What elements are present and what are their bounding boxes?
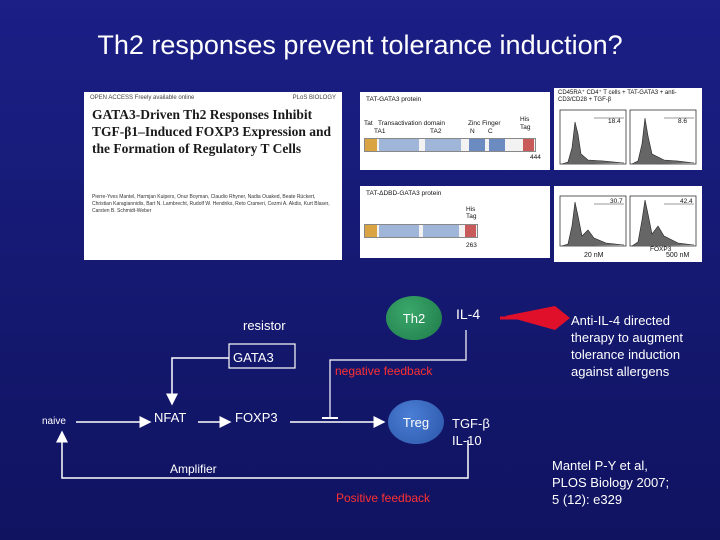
positive-feedback-label: Positive feedback <box>336 491 431 505</box>
protein-schematic-a: TAT-GATA3 protein Tat Transactivation do… <box>360 92 550 170</box>
protein-a-length: 444 <box>530 154 541 161</box>
hist-a-box-2 <box>629 109 697 165</box>
citation-line-2: PLOS Biology 2007; <box>552 475 670 490</box>
il4-label: IL-4 <box>456 306 481 322</box>
domain-zinc-finger: Zinc Finger <box>468 120 501 127</box>
foxp3-label: FOXP3 <box>235 410 278 425</box>
protein-schematic-b: TAT-ΔDBD-GATA3 protein His Tag 263 <box>360 186 550 258</box>
th2-label: Th2 <box>402 310 426 326</box>
positive-feedback-loop <box>56 430 469 479</box>
anti-il4-red-arrow <box>505 306 570 330</box>
nfat-label: NFAT <box>154 410 187 425</box>
domain-tat: Tat <box>364 120 373 127</box>
treg-cell: Treg <box>388 400 444 444</box>
histogram-b: 30.7 42.4 FOXP3 20 nM 500 nM <box>554 186 702 262</box>
negative-feedback-label: negative feedback <box>335 364 433 378</box>
ta1-block <box>379 139 419 151</box>
negative-feedback-line <box>329 330 467 418</box>
hist-a-value-1: 18.4 <box>608 118 621 125</box>
paper-title: GATA3-Driven Th2 Responses Inhibit TGF-β… <box>92 107 332 156</box>
hist-a-curve-1 <box>561 121 625 165</box>
tgfb-label: TGF-β <box>452 416 490 431</box>
domain-transactivation: Transactivation domain <box>378 120 445 127</box>
amplifier-label: Amplifier <box>170 462 217 476</box>
journal-left: OPEN ACCESS Freely available online <box>90 95 195 101</box>
paper-header: OPEN ACCESS Freely available online PLoS… <box>90 95 336 101</box>
ta2-block <box>425 139 461 151</box>
tat-block-b <box>365 225 377 237</box>
protein-b-length: 263 <box>466 242 477 249</box>
ta2-block-b <box>423 225 459 237</box>
resistor-label: resistor <box>243 318 286 333</box>
domain-ta1: TA1 <box>374 128 386 135</box>
domain-his: His <box>520 116 530 123</box>
histogram-a: CD45RA⁺ CD4⁺ T cells + TAT-GATA3 + anti-… <box>554 88 702 170</box>
naive-label: naive <box>42 416 66 427</box>
hist-dose-high: 500 nM <box>666 252 690 259</box>
il10-label: IL-10 <box>452 433 482 448</box>
protein-b-tag: His Tag <box>466 206 477 220</box>
histogram-title: CD45RA⁺ CD4⁺ T cells + TAT-GATA3 + anti-… <box>558 90 677 103</box>
paper-authors: Pierre-Yves Mantel, Harmjan Kuipers, Onu… <box>92 194 330 214</box>
protein-b-title: TAT-ΔDBD-GATA3 protein <box>366 190 442 197</box>
hist-b-box-2 <box>629 195 697 247</box>
paper-snapshot: OPEN ACCESS Freely available online PLoS… <box>84 92 342 260</box>
treg-label: Treg <box>402 414 430 430</box>
hist-a-value-2: 8.6 <box>678 118 688 125</box>
domain-n: N <box>470 128 475 135</box>
hist-b-value-2: 42.4 <box>680 198 693 205</box>
citation: Mantel P-Y et al, PLOS Biology 2007; 5 (… <box>552 457 712 508</box>
tat-block <box>365 139 377 151</box>
citation-line-1: Mantel P-Y et al, <box>552 458 648 473</box>
gata3-box <box>228 343 296 369</box>
slide-title: Th2 responses prevent tolerance inductio… <box>97 30 623 60</box>
protein-a-title: TAT-GATA3 protein <box>366 96 422 103</box>
journal-right: PLoS BIOLOGY <box>292 95 336 101</box>
domain-c: C <box>488 128 493 135</box>
protein-a-bar <box>364 138 536 152</box>
his-tag-block-b <box>465 225 476 237</box>
zinc-n-block <box>469 139 485 151</box>
gata3-label: GATA3 <box>233 350 274 365</box>
gata3-to-nfat-arrow <box>166 357 229 406</box>
hist-a-box-1 <box>559 109 627 165</box>
histogram-b-plot <box>559 195 697 247</box>
ta1-block-b <box>379 225 419 237</box>
domain-ta2: TA2 <box>430 128 442 135</box>
histogram-a-plot <box>559 109 697 165</box>
th2-cell: Th2 <box>386 296 442 340</box>
his-tag-block <box>523 139 534 151</box>
tgfb-il10-label: TGF-β IL-10 <box>452 415 490 449</box>
hist-b-box-1 <box>559 195 627 247</box>
domain-tag: Tag <box>520 124 531 131</box>
citation-line-3: 5 (12): e329 <box>552 492 623 507</box>
zinc-c-block <box>489 139 505 151</box>
hist-b-value-1: 30.7 <box>610 198 623 205</box>
protein-b-bar <box>364 224 478 238</box>
hist-a-curve-2 <box>631 117 695 165</box>
hist-x-label: FOXP3 <box>650 246 672 253</box>
hist-dose-low: 20 nM <box>584 252 604 259</box>
hist-b-curve-2 <box>631 199 695 247</box>
hist-b-curve-1 <box>561 201 625 247</box>
anti-il4-note: Anti-IL-4 directed therapy to augment to… <box>571 313 684 379</box>
